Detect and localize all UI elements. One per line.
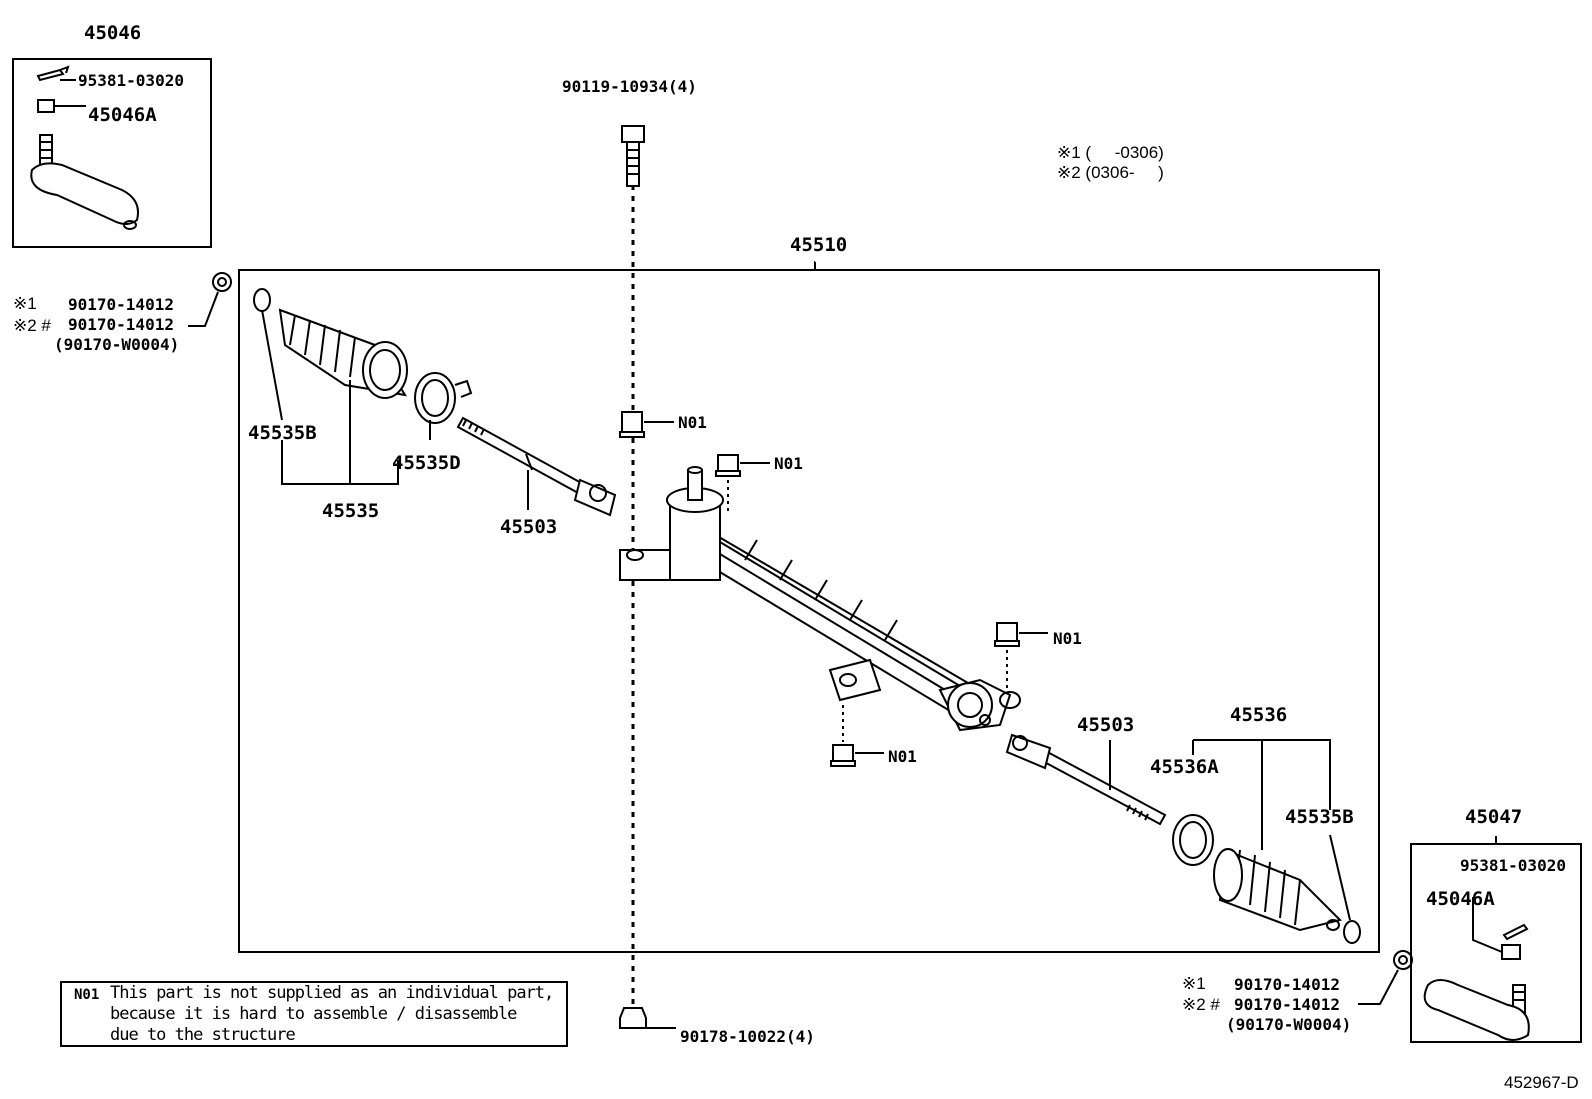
assembly-label[interactable]: 45510 bbox=[790, 234, 848, 256]
left-castle-nut-icon bbox=[212, 272, 232, 292]
left-nut-mark-2: ※2 # bbox=[13, 316, 51, 335]
n01-label-4[interactable]: N01 bbox=[888, 747, 917, 766]
tie-rod-end-left-icon bbox=[30, 65, 139, 230]
diagram-id: 452967-D bbox=[1504, 1073, 1579, 1092]
left-nut-part-2[interactable]: 90170-14012 bbox=[68, 315, 174, 334]
right-nut-part-2[interactable]: 90170-14012 bbox=[1234, 995, 1340, 1014]
note-code: N01 bbox=[74, 987, 100, 1003]
note-line-1: This part is not supplied as an individu… bbox=[110, 983, 554, 1003]
bushing-icons bbox=[619, 411, 1048, 767]
bottom-nut-label[interactable]: 90178-10022(4) bbox=[680, 1027, 815, 1046]
top-bolt-label[interactable]: 90119-10934(4) bbox=[562, 77, 697, 96]
right-clamp-label[interactable]: 45536A bbox=[1150, 756, 1219, 778]
left-clip-label[interactable]: 45535B bbox=[248, 422, 317, 444]
left-nut-mark-1: ※1 bbox=[13, 294, 37, 313]
right-nut-part-1[interactable]: 90170-14012 bbox=[1234, 975, 1340, 994]
n01-label-2[interactable]: N01 bbox=[774, 454, 803, 473]
n01-label-3[interactable]: N01 bbox=[1053, 629, 1082, 648]
right-clip-label[interactable]: 45535B bbox=[1285, 806, 1354, 828]
top-bolt-icon bbox=[621, 125, 645, 187]
right-nut-mark-2: ※2 # bbox=[1182, 995, 1220, 1014]
left-rod-label[interactable]: 45503 bbox=[500, 516, 558, 538]
note-line-3: due to the structure bbox=[110, 1025, 296, 1045]
right-clamp-icon bbox=[1172, 814, 1214, 866]
left-nut-part-1[interactable]: 90170-14012 bbox=[68, 295, 174, 314]
bottom-nut-icon bbox=[619, 1007, 676, 1029]
legend-line-1: ※1 ( -0306) bbox=[1057, 143, 1164, 162]
cotter-pin-label-left[interactable]: 95381-03020 bbox=[78, 71, 184, 90]
right-nut-mark-1: ※1 bbox=[1182, 974, 1206, 993]
right-nut-part-3[interactable]: (90170-W0004) bbox=[1226, 1015, 1352, 1034]
right-rod-label[interactable]: 45503 bbox=[1077, 714, 1135, 736]
assembly-box bbox=[238, 269, 1380, 953]
steering-rack-housing-icon bbox=[619, 466, 1021, 732]
cotter-pin-label-right[interactable]: 95381-03020 bbox=[1460, 856, 1566, 875]
right-castle-nut-icon bbox=[1393, 950, 1413, 970]
left-nut-part-3[interactable]: (90170-W0004) bbox=[54, 335, 180, 354]
tie-rod-end-left-box bbox=[12, 58, 212, 248]
left-tie-rod-icon bbox=[456, 416, 617, 517]
tie-rod-end-right-title[interactable]: 45047 bbox=[1465, 806, 1523, 828]
nut-label-right[interactable]: 45046A bbox=[1426, 888, 1495, 910]
left-clamp-icon bbox=[414, 372, 473, 424]
right-boot-set-label[interactable]: 45536 bbox=[1230, 704, 1288, 726]
right-boot-icon bbox=[1213, 848, 1342, 932]
left-clamp-label[interactable]: 45535D bbox=[392, 452, 461, 474]
left-boot-icon bbox=[278, 308, 408, 399]
nut-label-left[interactable]: 45046A bbox=[88, 104, 157, 126]
note-box: N01 This part is not supplied as an indi… bbox=[60, 981, 568, 1047]
right-clip-icon bbox=[1343, 920, 1361, 944]
legend-line-2: ※2 (0306- ) bbox=[1057, 163, 1164, 182]
left-boot-set-label[interactable]: 45535 bbox=[322, 500, 380, 522]
note-line-2: because it is hard to assemble / disasse… bbox=[110, 1004, 517, 1024]
right-tie-rod-icon bbox=[1005, 733, 1167, 826]
tie-rod-end-right-icon bbox=[1423, 897, 1530, 1041]
tie-rod-end-left-title[interactable]: 45046 bbox=[84, 22, 142, 44]
n01-label-1[interactable]: N01 bbox=[678, 413, 707, 432]
